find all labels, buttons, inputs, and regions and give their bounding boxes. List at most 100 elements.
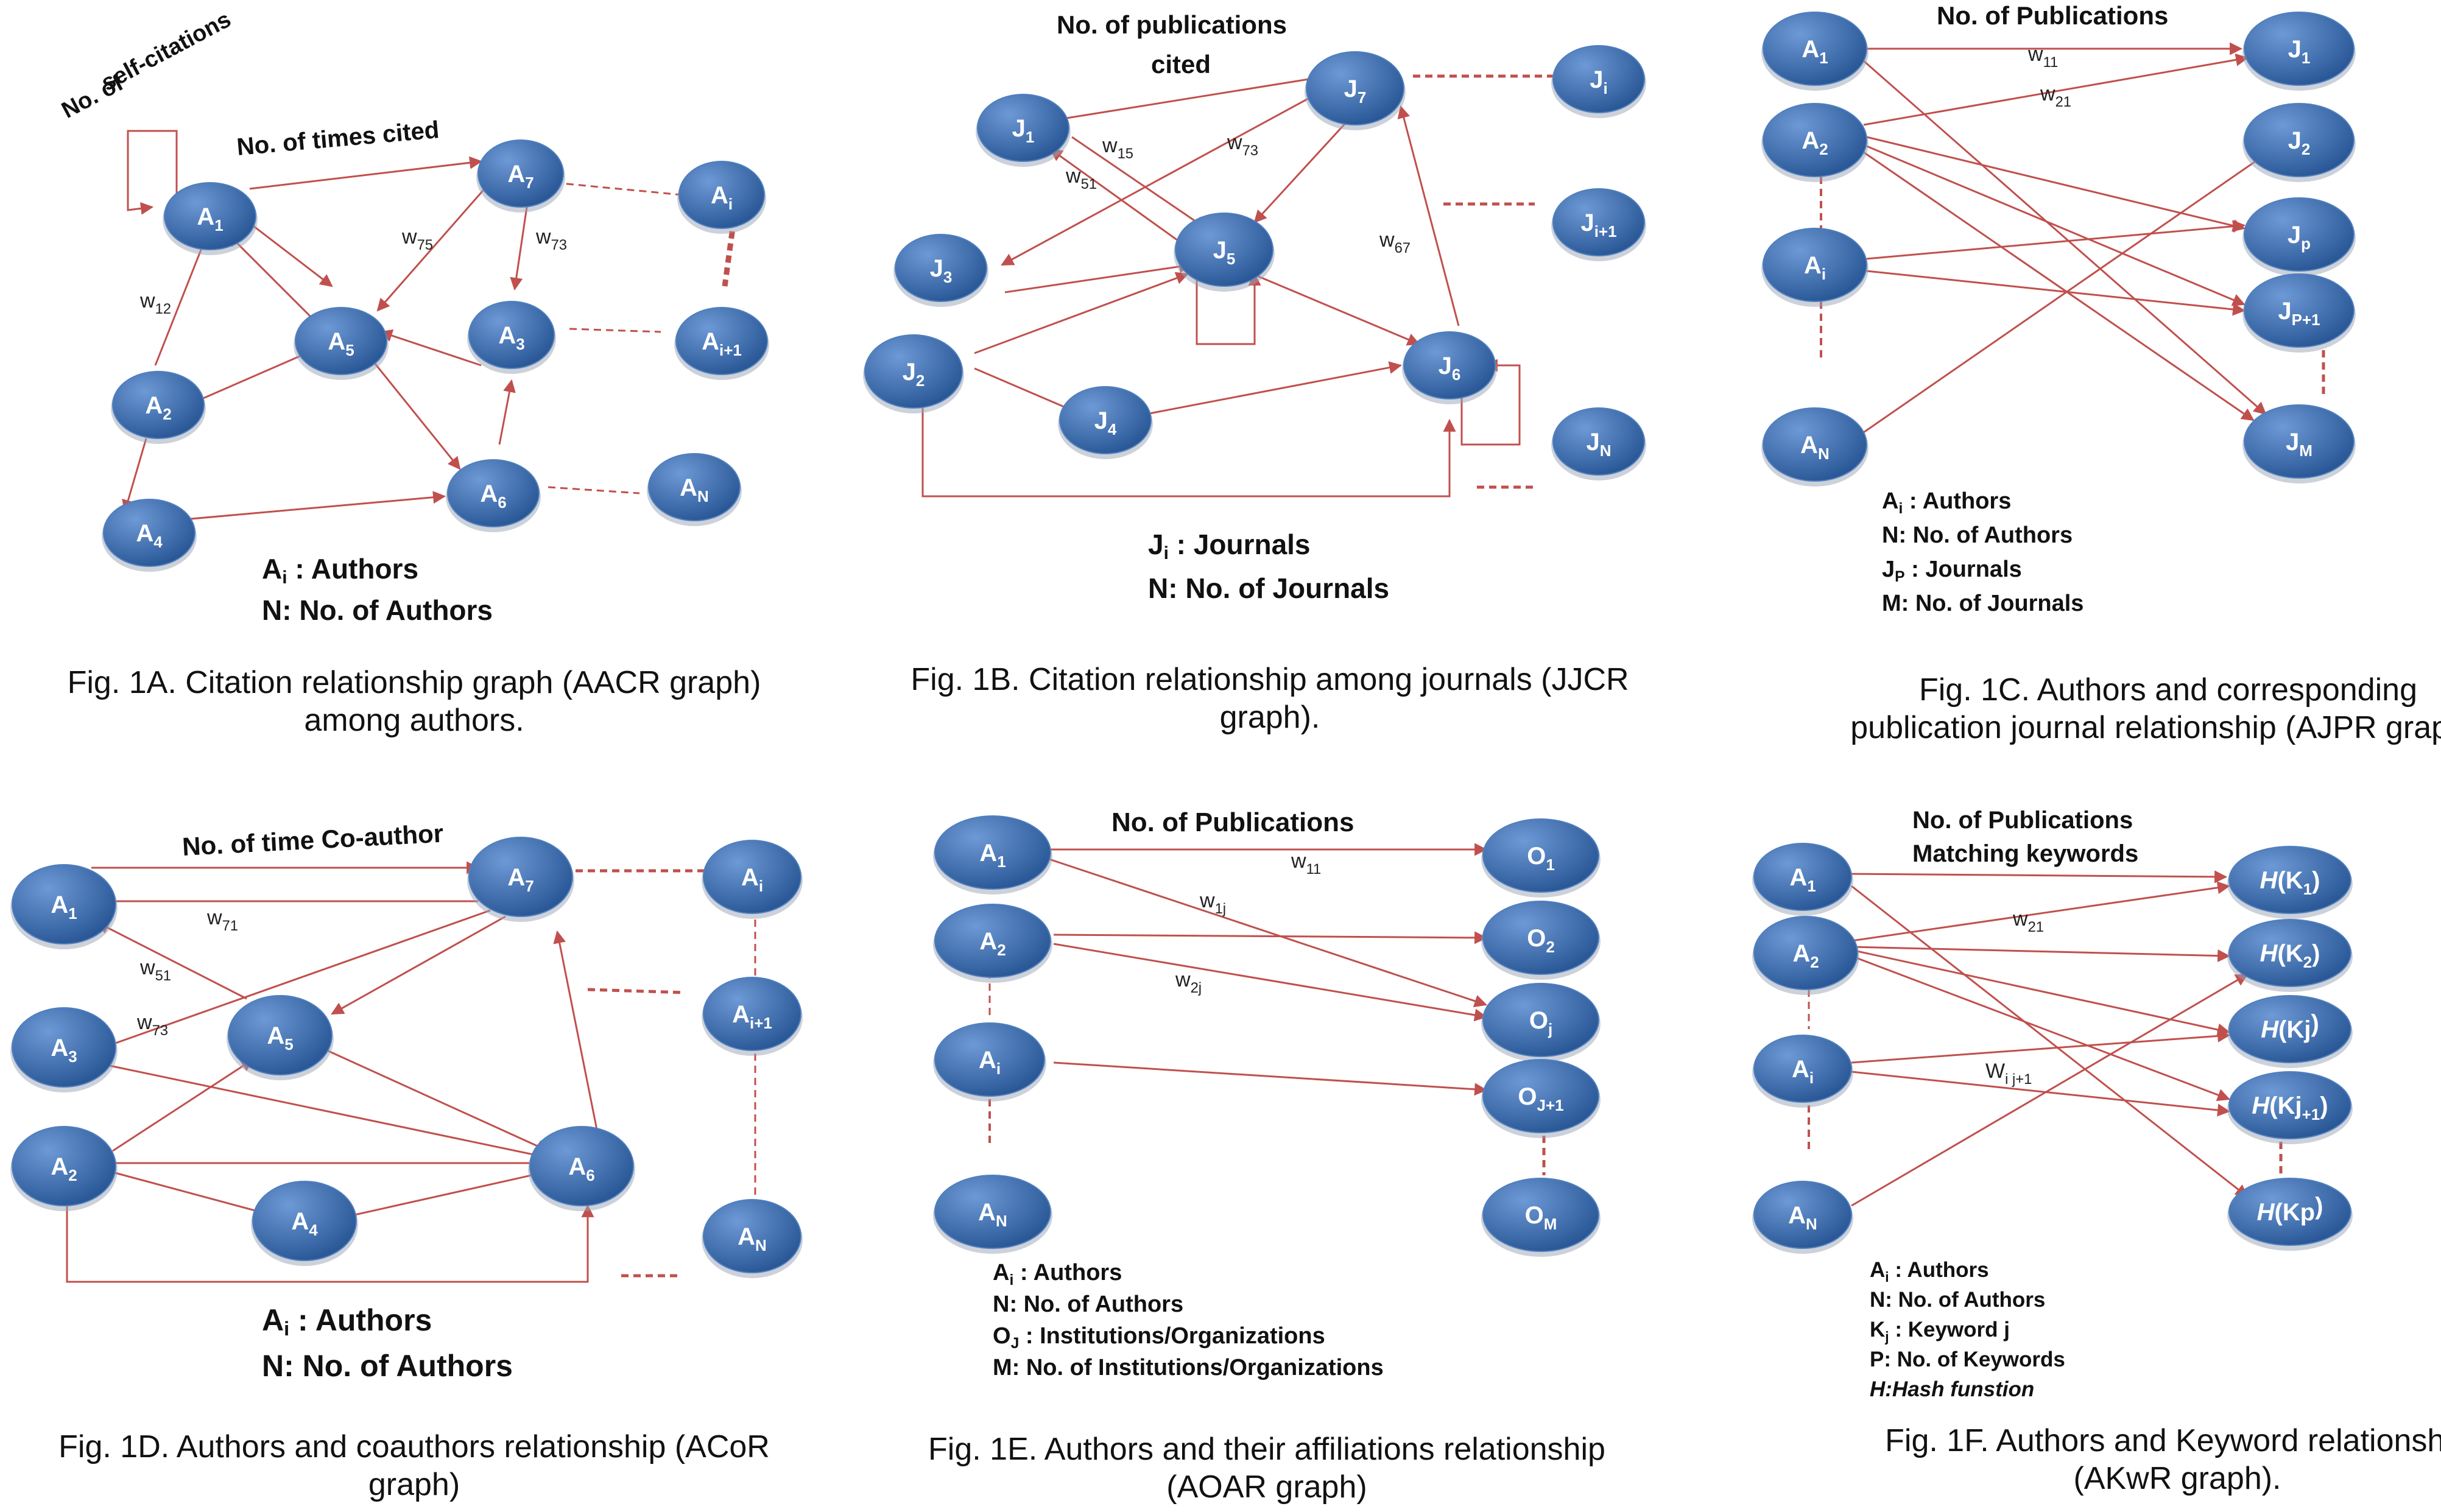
- weight-w21: w21: [2012, 907, 2044, 935]
- edge-j1-j5: [1071, 136, 1207, 230]
- node-1b-ji: Ji: [1551, 45, 1646, 118]
- edge-j5-j6: [1245, 270, 1420, 346]
- edge-j7-j3: [1001, 90, 1322, 266]
- node-label: Ai: [711, 182, 733, 213]
- edge-a2-hk2: [1854, 946, 2231, 963]
- weight-w75: w75: [401, 225, 433, 253]
- times-cited-label: No. of times cited: [236, 116, 440, 161]
- node-label: Ai: [741, 864, 763, 895]
- node-label: Ai: [1792, 1056, 1814, 1087]
- edge-a2-a6-loop: [66, 1203, 594, 1283]
- weight-w11: w11: [1291, 849, 1321, 877]
- edge-a7-a5: [331, 915, 506, 1015]
- edge-a5-a6: [313, 1043, 549, 1152]
- node-1f-a1: A1: [1752, 843, 1853, 916]
- edge-j1-j7: [1062, 71, 1330, 120]
- edge-a2-a4: [112, 1171, 273, 1218]
- node-label: A2: [979, 928, 1006, 959]
- node-1e-o1: O1: [1481, 818, 1601, 898]
- node-label: JP+1: [2278, 298, 2320, 329]
- node-1b-j5: J5: [1174, 213, 1275, 292]
- node-label: H(K2): [2260, 940, 2320, 971]
- edge-j6-self: [1460, 359, 1521, 446]
- node-label: Ji+1: [1580, 209, 1616, 241]
- self-citation-label-2: self-citations: [97, 7, 236, 96]
- weight-w12: w12: [139, 289, 171, 317]
- caption-line: Fig. 1A. Citation relationship graph (AA…: [68, 665, 761, 700]
- edge-a5-a1: [227, 233, 312, 318]
- edge-a2-o2: [1053, 931, 1488, 944]
- dash-a3-ai1: [569, 328, 661, 333]
- node-1a-ai1: Ai+1: [674, 307, 769, 380]
- edge-a6-a3: [498, 379, 516, 445]
- node-1d-a1: A1: [10, 864, 118, 949]
- weight-w1j: w1j: [1199, 889, 1226, 917]
- node-label: J7: [1344, 76, 1367, 107]
- edge-a3-a5: [379, 329, 482, 367]
- edge-a7-a5: [376, 185, 488, 312]
- legend-line: N: No. of Authors: [262, 594, 493, 626]
- node-label: A1: [51, 891, 77, 923]
- node-1e-oj: Oj: [1481, 983, 1601, 1062]
- legend-line: P: No. of Keywords: [1870, 1348, 2065, 1371]
- node-1a-a5: A5: [294, 307, 389, 380]
- edge-a2-a5: [194, 348, 315, 403]
- edge-an-hk2: [1851, 973, 2249, 1207]
- node-1b-j3: J3: [893, 234, 988, 307]
- legend-line: H:Hash funstion: [1870, 1377, 2034, 1401]
- edge-j4-j6: [1114, 361, 1403, 421]
- node-1e-oj1: OJ+1: [1481, 1059, 1601, 1138]
- legend-line: Ai : Authors: [1870, 1258, 1989, 1285]
- node-1e-an: AN: [933, 1175, 1052, 1254]
- caption-line: among authors.: [304, 703, 524, 738]
- edge-a5-a1: [96, 921, 247, 1000]
- legend-line: Ji : Journals: [1148, 529, 1311, 563]
- caption-line: Fig. 1B. Citation relationship among jou…: [911, 662, 1629, 697]
- node-label: A1: [1789, 864, 1816, 895]
- node-label: JN: [1586, 429, 1611, 460]
- node-1e-o2: O2: [1481, 901, 1601, 980]
- node-1a-a3: A3: [467, 301, 556, 374]
- node-label: J2: [903, 359, 925, 390]
- edge-ai-jp: [1866, 220, 2246, 260]
- edge-an-j2: [1863, 151, 2270, 434]
- node-label: J4: [1094, 407, 1117, 438]
- edge-j6-j7: [1397, 105, 1460, 326]
- legend-line: JP : Journals: [1882, 557, 2022, 585]
- edge-a1-hkp: [1851, 885, 2249, 1198]
- node-1d-a4: A4: [251, 1181, 358, 1266]
- edge-a2-a4: [122, 438, 147, 513]
- node-label: A2: [51, 1153, 77, 1184]
- dash-a6-an: [548, 486, 640, 494]
- weight-wij1: Wi j+1: [1985, 1060, 2032, 1088]
- node-label: Oj: [1529, 1007, 1552, 1038]
- legend-line: N: No. of Authors: [262, 1349, 513, 1383]
- node-1e-ai: Ai: [933, 1022, 1046, 1102]
- edge-a3-a6: [109, 1064, 547, 1161]
- edge-a2-j1: [1863, 53, 2249, 126]
- node-label: O2: [1527, 925, 1555, 956]
- node-label: A2: [1792, 940, 1819, 971]
- node-label: A2: [145, 392, 171, 423]
- weight-w15: w15: [1102, 134, 1133, 162]
- node-1c-j1: J1: [2242, 12, 2356, 91]
- caption-line: publication journal relationship (AJPR g…: [1850, 710, 2441, 745]
- caption-line: Fig. 1C. Authors and corresponding: [1919, 672, 2417, 708]
- node-label: J1: [1012, 115, 1035, 146]
- weight-w73: w73: [136, 1011, 168, 1039]
- weight-w73: w73: [1227, 131, 1258, 159]
- caption-line: Fig. 1D. Authors and coauthors relations…: [58, 1429, 770, 1465]
- node-1f-an: AN: [1752, 1181, 1853, 1254]
- edge-a7-a3: [510, 206, 528, 291]
- node-1d-a7: A7: [467, 837, 574, 922]
- weight-w67: w67: [1379, 228, 1411, 256]
- weight-w73: w73: [535, 225, 567, 253]
- node-1f-hkj1: H(Kj+1): [2227, 1071, 2353, 1144]
- edge-a1-oj: [1047, 857, 1487, 1007]
- publications-title: No. of Publications: [1937, 1, 2168, 30]
- node-1c-a2: A2: [1761, 103, 1869, 182]
- node-label: J2: [2288, 127, 2311, 158]
- node-1c-j2: J2: [2242, 103, 2356, 182]
- node-label: J1: [2288, 36, 2311, 67]
